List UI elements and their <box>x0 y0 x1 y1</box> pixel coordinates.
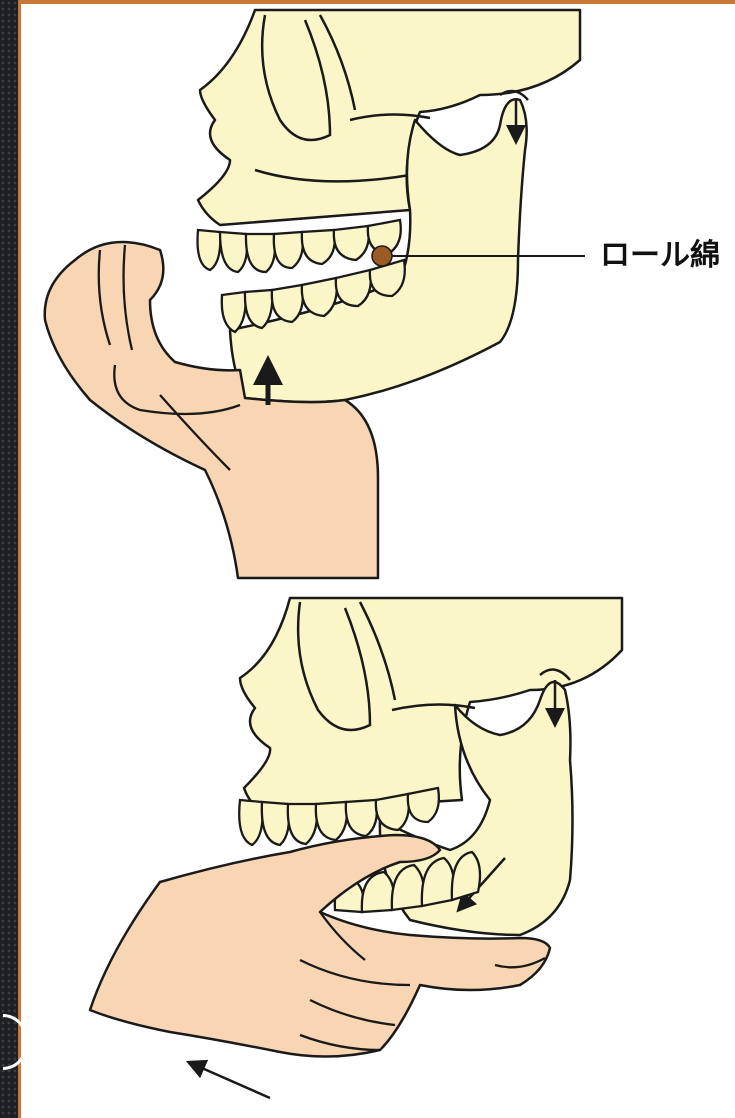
top-upper-teeth <box>198 220 401 272</box>
arrow-left-icon <box>195 1065 270 1098</box>
roll-cotton-label: ロール綿 <box>600 230 720 274</box>
top-figure <box>45 10 585 578</box>
roll-cotton-marker <box>372 246 392 266</box>
bottom-figure <box>90 598 622 1098</box>
